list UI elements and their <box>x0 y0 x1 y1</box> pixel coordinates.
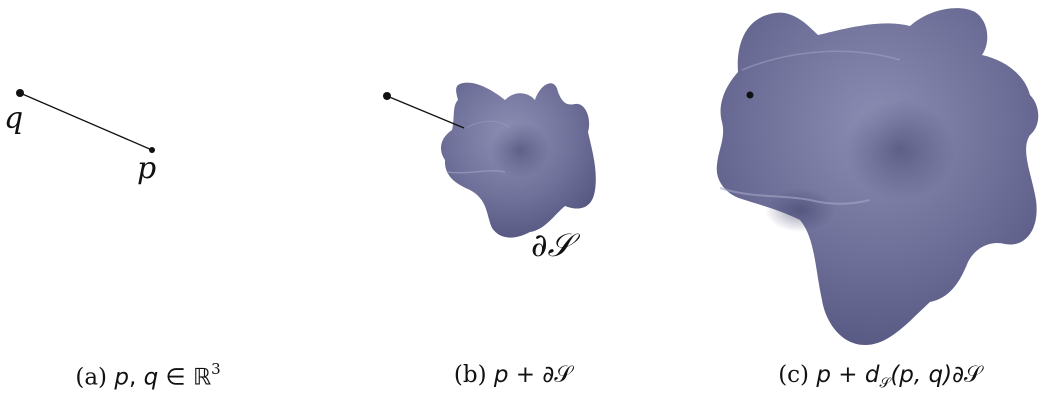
panel-b: ∂𝒮 <box>383 83 596 264</box>
caption-c-sub: 𝒮 <box>879 376 890 392</box>
caption-a-R: ℝ <box>193 365 211 391</box>
panel-c <box>717 8 1039 345</box>
caption-b: (b) p + ∂𝒮 <box>454 362 572 388</box>
caption-b-dS: ∂𝒮 <box>542 362 572 388</box>
caption-c-args: (p, q) <box>890 362 952 388</box>
surface-large-shadow <box>845 100 955 200</box>
caption-c-plus: + <box>838 362 857 388</box>
caption-c: (c) p + d𝒮(p, q)∂𝒮 <box>778 362 982 392</box>
segment-q-p <box>20 93 152 150</box>
label-boundary-S: ∂𝒮 <box>531 226 581 264</box>
caption-a: (a) p, q ∈ ℝ3 <box>75 362 220 391</box>
point-q-b <box>383 92 391 100</box>
caption-a-in: ∈ <box>166 365 186 391</box>
caption-a-q: q <box>144 365 159 391</box>
caption-a-p: p <box>114 365 129 391</box>
label-q: q <box>4 101 23 136</box>
point-q <box>16 89 24 97</box>
caption-c-dS: ∂𝒮 <box>952 362 982 388</box>
caption-b-plus: + <box>516 362 535 388</box>
segment-to-surface <box>387 96 464 128</box>
caption-a-comma: , <box>129 365 136 391</box>
caption-a-exp: 3 <box>211 360 221 378</box>
surface-small-shadow <box>490 122 550 178</box>
caption-b-tag: (b) <box>454 362 487 388</box>
caption-b-p: p <box>494 362 509 388</box>
surface-large-shadow-2 <box>765 188 835 232</box>
caption-c-p: p <box>816 362 831 388</box>
caption-c-d: d <box>865 362 880 388</box>
point-q-c <box>747 92 754 99</box>
panel-a: q p <box>4 89 156 186</box>
caption-a-tag: (a) <box>75 365 107 391</box>
caption-c-tag: (c) <box>778 362 809 388</box>
label-p: p <box>137 151 156 186</box>
